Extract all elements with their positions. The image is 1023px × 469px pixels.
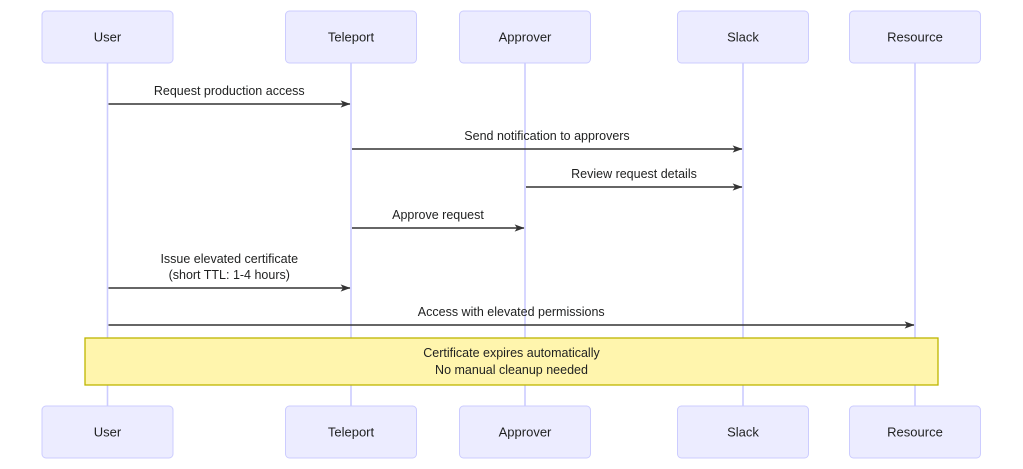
message-label: Approve request: [392, 208, 484, 222]
actor-box: [677, 405, 809, 459]
actor-box: [285, 10, 417, 64]
actor-box: [285, 405, 417, 459]
actor-label: Teleport: [328, 29, 375, 44]
actor-teleport-top[interactable]: Teleport: [285, 10, 417, 64]
message-label: Access with elevated permissions: [418, 305, 605, 319]
actor-user-bottom[interactable]: User: [41, 405, 174, 459]
message-3: Review request details: [526, 167, 743, 191]
message-label: Issue elevated certificate: [160, 252, 298, 266]
message-4: Approve request: [352, 208, 525, 232]
note-group: Certificate expires automatically No manu…: [84, 337, 939, 386]
message-label: (short TTL: 1-4 hours): [169, 268, 290, 282]
actor-label: User: [94, 29, 122, 44]
actor-box: [677, 10, 809, 64]
actor-label: User: [94, 424, 122, 439]
actor-approver-top[interactable]: Approver: [459, 10, 591, 64]
message-2: Send notification to approvers: [352, 129, 743, 153]
actor-teleport-bottom[interactable]: Teleport: [285, 405, 417, 459]
actor-slack-bottom[interactable]: Slack: [677, 405, 809, 459]
actor-label: Resource: [887, 29, 943, 44]
actor-user-top[interactable]: User: [41, 10, 174, 64]
actor-box: [849, 405, 981, 459]
message-label: Review request details: [571, 167, 697, 181]
actor-label: Slack: [727, 29, 759, 44]
actor-label: Slack: [727, 424, 759, 439]
message-5: Issue elevated certificate (short TTL: 1-…: [108, 252, 351, 292]
actor-box: [459, 405, 591, 459]
message-label: Request production access: [154, 84, 305, 98]
note-text-line: Certificate expires automatically: [423, 346, 600, 360]
message-6: Access with elevated permissions: [108, 305, 915, 329]
actor-label: Teleport: [328, 424, 375, 439]
actor-box: [459, 10, 591, 64]
actor-box: [41, 405, 174, 459]
actor-approver-bottom[interactable]: Approver: [459, 405, 591, 459]
actor-label: Resource: [887, 424, 943, 439]
actor-resource-top[interactable]: Resource: [849, 10, 981, 64]
actor-box: [41, 10, 174, 64]
actor-label: Approver: [499, 424, 552, 439]
actor-slack-top[interactable]: Slack: [677, 10, 809, 64]
note-box: [84, 337, 939, 386]
actor-box: [849, 10, 981, 64]
message-label: Send notification to approvers: [464, 129, 629, 143]
actor-label: Approver: [499, 29, 552, 44]
note-text-line: No manual cleanup needed: [435, 363, 588, 377]
actors-bottom-group: User Teleport Approver Slack Resource: [41, 405, 981, 459]
message-1: Request production access: [108, 84, 351, 108]
actors-top-group: User Teleport Approver Slack Resource: [41, 10, 981, 64]
actor-resource-bottom[interactable]: Resource: [849, 405, 981, 459]
